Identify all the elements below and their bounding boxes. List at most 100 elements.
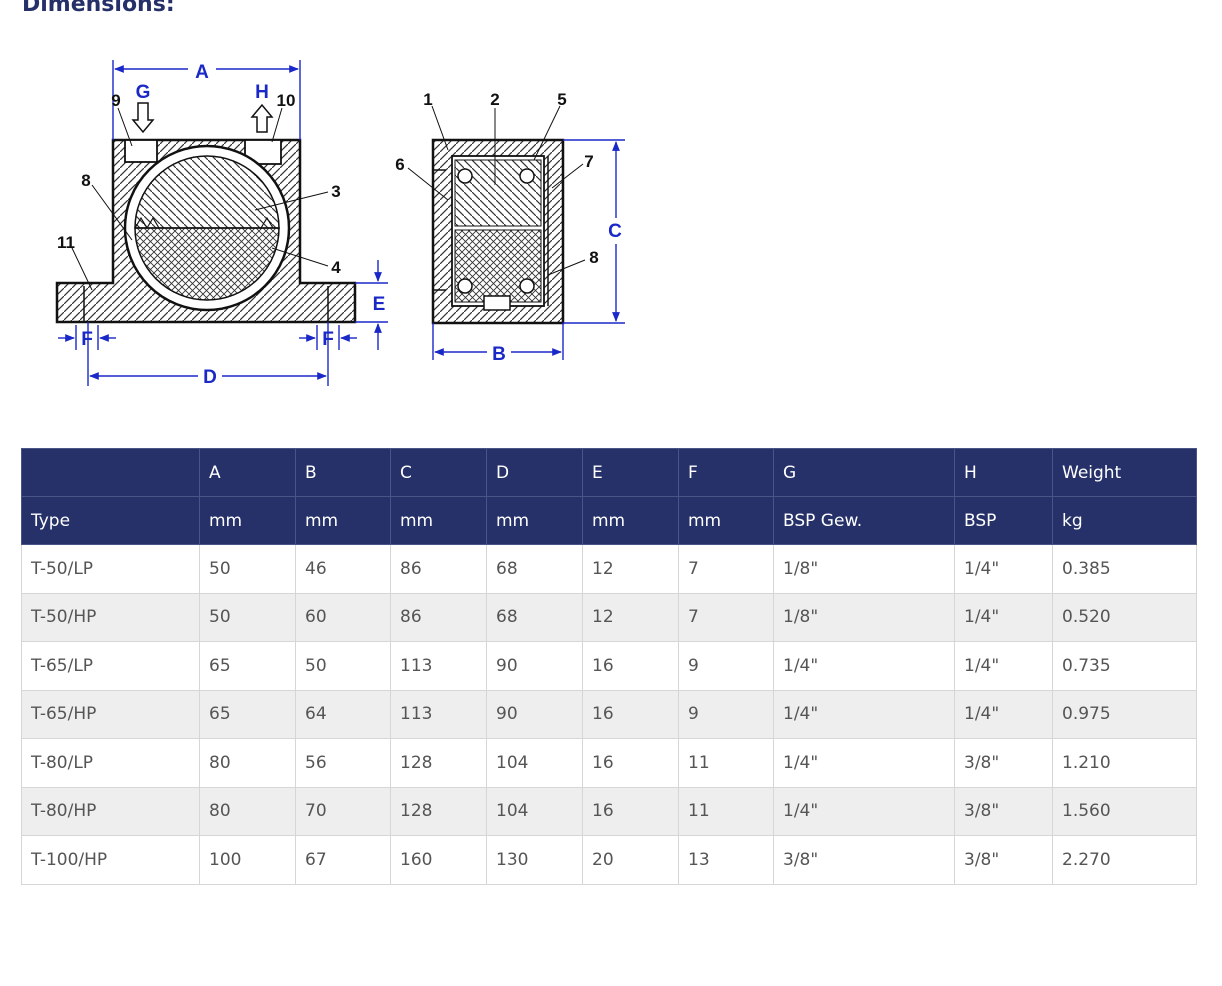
dim-label-g: G [136,82,151,103]
table-cell: 3/8" [773,835,955,885]
table-cell: 90 [486,689,583,739]
header-cell: kg [1052,496,1197,545]
table-cell: 90 [486,641,583,691]
part-number-10: 10 [277,91,296,110]
table-cell: 1/4" [954,544,1053,594]
header-cell: mm [486,496,583,545]
table-cell: 70 [295,786,391,836]
header-cell: mm [678,496,774,545]
table-cell: 1/4" [773,689,955,739]
table-cell: 3/8" [954,786,1053,836]
table-row: T-80/LP 80 56 128 104 16 11 1/4" 3/8" 1.… [21,738,1197,788]
table-cell: 9 [678,689,774,739]
table-cell: 11 [678,738,774,788]
dim-label-e: E [373,294,386,315]
header-cell: BSP Gew. [773,496,955,545]
table-cell: 20 [582,835,679,885]
table-cell: 160 [390,835,487,885]
table-cell: 1.210 [1052,738,1197,788]
header-cell: E [582,448,679,497]
section-heading: Dimensions: [22,0,175,17]
table-cell: T-65/LP [21,641,200,691]
header-cell: Type [21,496,200,545]
table-cell: 12 [582,544,679,594]
table-cell: 0.975 [1052,689,1197,739]
table-cell: 50 [199,544,296,594]
table-row: T-100/HP 100 67 160 130 20 13 3/8" 3/8" … [21,835,1197,885]
table-cell: T-80/HP [21,786,200,836]
header-cell: B [295,448,391,497]
dim-label-c: C [608,221,622,242]
header-cell: D [486,448,583,497]
table-cell: T-65/HP [21,689,200,739]
table-cell: 11 [678,786,774,836]
table-row: T-80/HP 80 70 128 104 16 11 1/4" 3/8" 1.… [21,786,1197,836]
table-cell: 68 [486,544,583,594]
header-cell: H [954,448,1053,497]
table-cell: 1/4" [773,738,955,788]
part-number-6: 6 [395,155,404,174]
table-cell: 56 [295,738,391,788]
table-cell: T-50/LP [21,544,200,594]
table-cell: 2.270 [1052,835,1197,885]
table-cell: 7 [678,592,774,642]
table-cell: 65 [199,689,296,739]
dim-label-f-right: F [322,329,334,350]
table-cell: 68 [486,592,583,642]
dimensions-table: A B C D E F G H Weight Type mm mm mm mm … [21,448,1197,885]
table-cell: 104 [486,786,583,836]
table-cell: 7 [678,544,774,594]
table-cell: 86 [390,544,487,594]
table-cell: 60 [295,592,391,642]
dim-label-h: H [255,82,269,103]
header-cell: mm [390,496,487,545]
header-cell: F [678,448,774,497]
table-cell: 16 [582,738,679,788]
table-cell: T-100/HP [21,835,200,885]
table-row: T-65/HP 65 64 113 90 16 9 1/4" 1/4" 0.97… [21,689,1197,739]
part-number-3: 3 [331,182,340,201]
part-number-5: 5 [557,90,566,109]
table-cell: 113 [390,641,487,691]
table-cell: 1/8" [773,592,955,642]
part-number-4: 4 [331,258,341,277]
table-cell: 1/4" [954,689,1053,739]
table-cell: T-80/LP [21,738,200,788]
header-row-letters: A B C D E F G H Weight [21,448,1197,497]
table-cell: 1/4" [954,641,1053,691]
table-cell: 13 [678,835,774,885]
header-cell [21,448,200,497]
table-cell: 1.560 [1052,786,1197,836]
part-number-7: 7 [584,152,593,171]
table-cell: 0.385 [1052,544,1197,594]
header-cell: BSP [954,496,1053,545]
table-cell: 80 [199,786,296,836]
part-number-9: 9 [111,91,120,110]
vibrator-dimension-drawing: A B C D E F F G H 1 2 3 4 5 6 7 8 8 9 10… [55,60,625,388]
table-cell: 1/4" [954,592,1053,642]
table-cell: 16 [582,641,679,691]
table-cell: 3/8" [954,835,1053,885]
table-cell: 128 [390,786,487,836]
table-cell: 0.735 [1052,641,1197,691]
table-row: T-65/LP 65 50 113 90 16 9 1/4" 1/4" 0.73… [21,641,1197,691]
table-cell: 128 [390,738,487,788]
dim-label-b: B [492,344,506,365]
table-cell: 50 [199,592,296,642]
dim-label-f-left: F [81,329,93,350]
table-cell: 12 [582,592,679,642]
table-cell: 3/8" [954,738,1053,788]
table-cell: 65 [199,641,296,691]
header-cell: G [773,448,955,497]
table-cell: 9 [678,641,774,691]
table-cell: 0.520 [1052,592,1197,642]
table-cell: 46 [295,544,391,594]
table-cell: 67 [295,835,391,885]
table-cell: 80 [199,738,296,788]
table-cell: 16 [582,689,679,739]
dim-label-d: D [203,367,217,388]
part-number-8-right: 8 [589,248,598,267]
header-cell: Weight [1052,448,1197,497]
table-cell: 86 [390,592,487,642]
table-cell: 104 [486,738,583,788]
